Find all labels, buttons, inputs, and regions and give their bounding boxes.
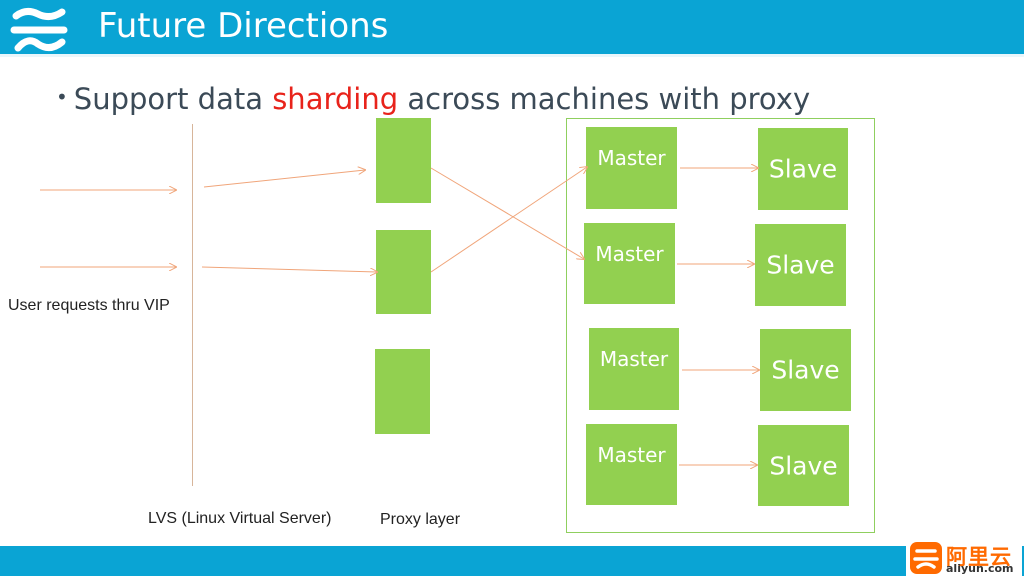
- lvs-to-proxy-arrow-1: [203, 170, 365, 188]
- slave-box-1: Slave: [758, 128, 848, 210]
- lvs-to-proxy-arrow-2: [201, 266, 377, 272]
- slave-label: Slave: [769, 451, 838, 480]
- aliyun-logo-icon: [10, 7, 68, 52]
- proxy-box-3: [375, 349, 430, 434]
- master-label: Master: [599, 347, 669, 371]
- master-label: Master: [595, 241, 664, 266]
- bullet-text-suffix: across machines with proxy: [398, 82, 811, 116]
- proxy-to-master-arrow-2: [430, 167, 587, 273]
- slave-box-4: Slave: [758, 425, 849, 506]
- lvs-line: [192, 124, 193, 486]
- lvs-label: LVS (Linux Virtual Server): [148, 510, 332, 527]
- slave-box-2: Slave: [755, 224, 846, 306]
- master-box-4: Master: [586, 424, 677, 505]
- slave-label: Slave: [771, 355, 840, 385]
- header-bar: [0, 0, 1024, 54]
- master-box-3: Master: [589, 328, 679, 410]
- master-box-2: Master: [584, 223, 675, 304]
- footer-bar: [0, 546, 1024, 576]
- slave-box-3: Slave: [760, 329, 851, 411]
- proxy-box-1: [376, 118, 431, 203]
- header-divider: [0, 54, 1024, 57]
- master-label: Master: [597, 442, 666, 467]
- slave-label: Slave: [768, 154, 838, 184]
- footer-brand: 阿里云 aliyun.com: [906, 540, 1022, 576]
- brand-url: aliyun.com: [946, 562, 1014, 575]
- bullet-icon: •: [56, 85, 68, 109]
- proxy-to-master-arrow-1: [430, 167, 584, 259]
- master-box-1: Master: [586, 127, 677, 209]
- user-requests-label: User requests thru VIP: [8, 297, 170, 314]
- master-label: Master: [597, 146, 666, 170]
- brand-name-cn: 阿里云: [946, 545, 1012, 569]
- bullet-point: •Support data sharding across machines w…: [56, 82, 810, 116]
- bullet-highlight: sharding: [272, 82, 399, 116]
- page-title: Future Directions: [98, 6, 389, 46]
- shard-cluster-frame: [566, 118, 875, 533]
- slave-label: Slave: [766, 250, 835, 280]
- proxy-box-2: [376, 230, 431, 314]
- bullet-text-prefix: Support data: [73, 82, 273, 116]
- proxy-layer-label: Proxy layer: [380, 511, 461, 528]
- aliyun-brand-icon: [910, 542, 942, 574]
